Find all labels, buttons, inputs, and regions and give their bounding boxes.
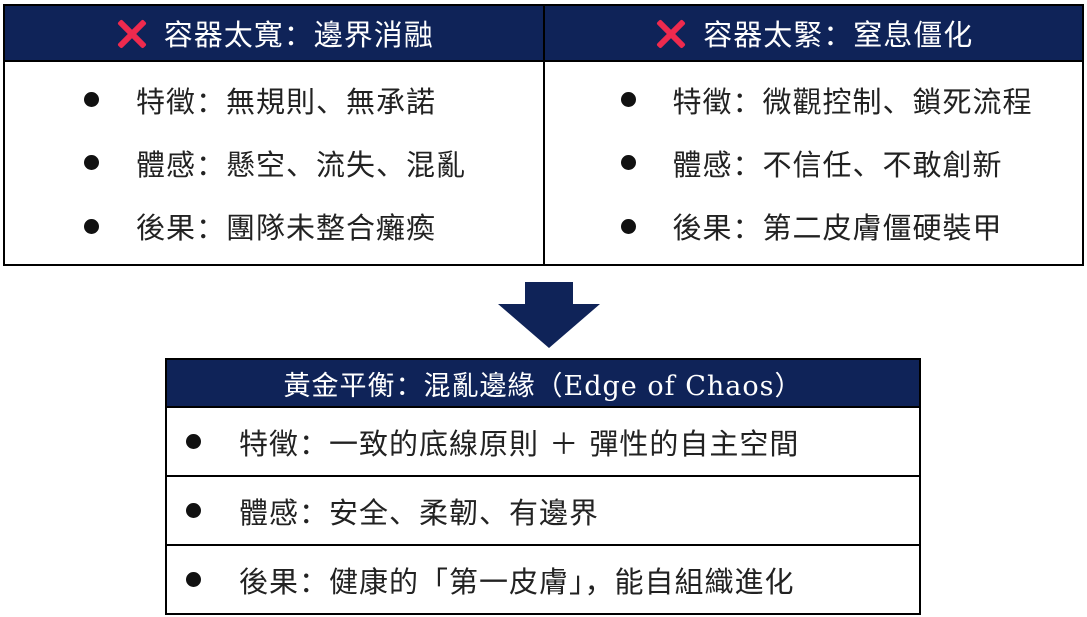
item-text: 後果：團隊未整合癱瘓 bbox=[136, 211, 437, 246]
list-item: 體感：安全、柔韌、有邊界 bbox=[167, 475, 919, 544]
cross-icon bbox=[653, 16, 687, 50]
bullet-icon bbox=[186, 434, 201, 449]
bullet-icon bbox=[620, 92, 636, 108]
balance-header: 黃金平衡：混亂邊緣（Edge of Chaos） bbox=[167, 360, 919, 408]
bullet-icon bbox=[84, 92, 99, 108]
balance-table: 黃金平衡：混亂邊緣（Edge of Chaos） 特徵：一致的底線原則 ＋ 彈性… bbox=[165, 358, 921, 615]
item-text: 後果：第二皮膚僵硬裝甲 bbox=[672, 211, 1003, 246]
item-text: 特徵：一致的底線原則 ＋ 彈性的自主空間 bbox=[239, 426, 800, 461]
list-item: 體感：不信任、不敢創新 bbox=[545, 142, 1083, 184]
too-tight-column: 容器太緊：窒息僵化 特徵：微觀控制、鎖死流程 體感：不信任、不敢創新 後果：第二… bbox=[542, 6, 1083, 264]
bullet-icon bbox=[620, 218, 636, 234]
list-item: 特徵：微觀控制、鎖死流程 bbox=[545, 79, 1083, 121]
too-loose-column: 容器太寬：邊界消融 特徵：無規則、無承諾 體感：懸空、流失、混亂 後果：團隊未整… bbox=[5, 6, 543, 264]
bullet-icon bbox=[186, 572, 201, 587]
too-tight-list: 特徵：微觀控制、鎖死流程 體感：不信任、不敢創新 後果：第二皮膚僵硬裝甲 bbox=[545, 62, 1083, 264]
item-text: 特徵：無規則、無承諾 bbox=[136, 84, 437, 119]
too-loose-list: 特徵：無規則、無承諾 體感：懸空、流失、混亂 後果：團隊未整合癱瘓 bbox=[5, 62, 543, 264]
cross-icon bbox=[114, 16, 148, 50]
item-text: 體感：懸空、流失、混亂 bbox=[136, 147, 467, 182]
too-tight-header-text: 容器太緊：窒息僵化 bbox=[703, 18, 974, 52]
comparison-table: 容器太寬：邊界消融 特徵：無規則、無承諾 體感：懸空、流失、混亂 後果：團隊未整… bbox=[3, 4, 1084, 266]
too-loose-header-text: 容器太寬：邊界消融 bbox=[163, 18, 434, 52]
item-text: 體感：安全、柔韌、有邊界 bbox=[239, 495, 600, 530]
bullet-icon bbox=[620, 155, 636, 171]
list-item: 後果：第二皮膚僵硬裝甲 bbox=[545, 205, 1083, 247]
list-item: 特徵：一致的底線原則 ＋ 彈性的自主空間 bbox=[167, 408, 919, 475]
list-item: 後果：健康的「第一皮膚」，能自組織進化 bbox=[167, 544, 919, 613]
item-text: 後果：健康的「第一皮膚」，能自組織進化 bbox=[239, 564, 795, 599]
bullet-icon bbox=[84, 218, 99, 234]
item-text: 體感：不信任、不敢創新 bbox=[672, 147, 1003, 182]
bullet-icon bbox=[186, 503, 201, 518]
too-tight-header: 容器太緊：窒息僵化 bbox=[544, 6, 1082, 62]
list-item: 體感：懸空、流失、混亂 bbox=[5, 142, 543, 184]
down-arrow-icon bbox=[498, 282, 600, 348]
list-item: 後果：團隊未整合癱瘓 bbox=[5, 205, 543, 247]
too-loose-header: 容器太寬：邊界消融 bbox=[5, 6, 543, 62]
bullet-icon bbox=[84, 155, 99, 171]
item-text: 特徵：微觀控制、鎖死流程 bbox=[672, 84, 1033, 119]
list-item: 特徵：無規則、無承諾 bbox=[5, 79, 543, 121]
